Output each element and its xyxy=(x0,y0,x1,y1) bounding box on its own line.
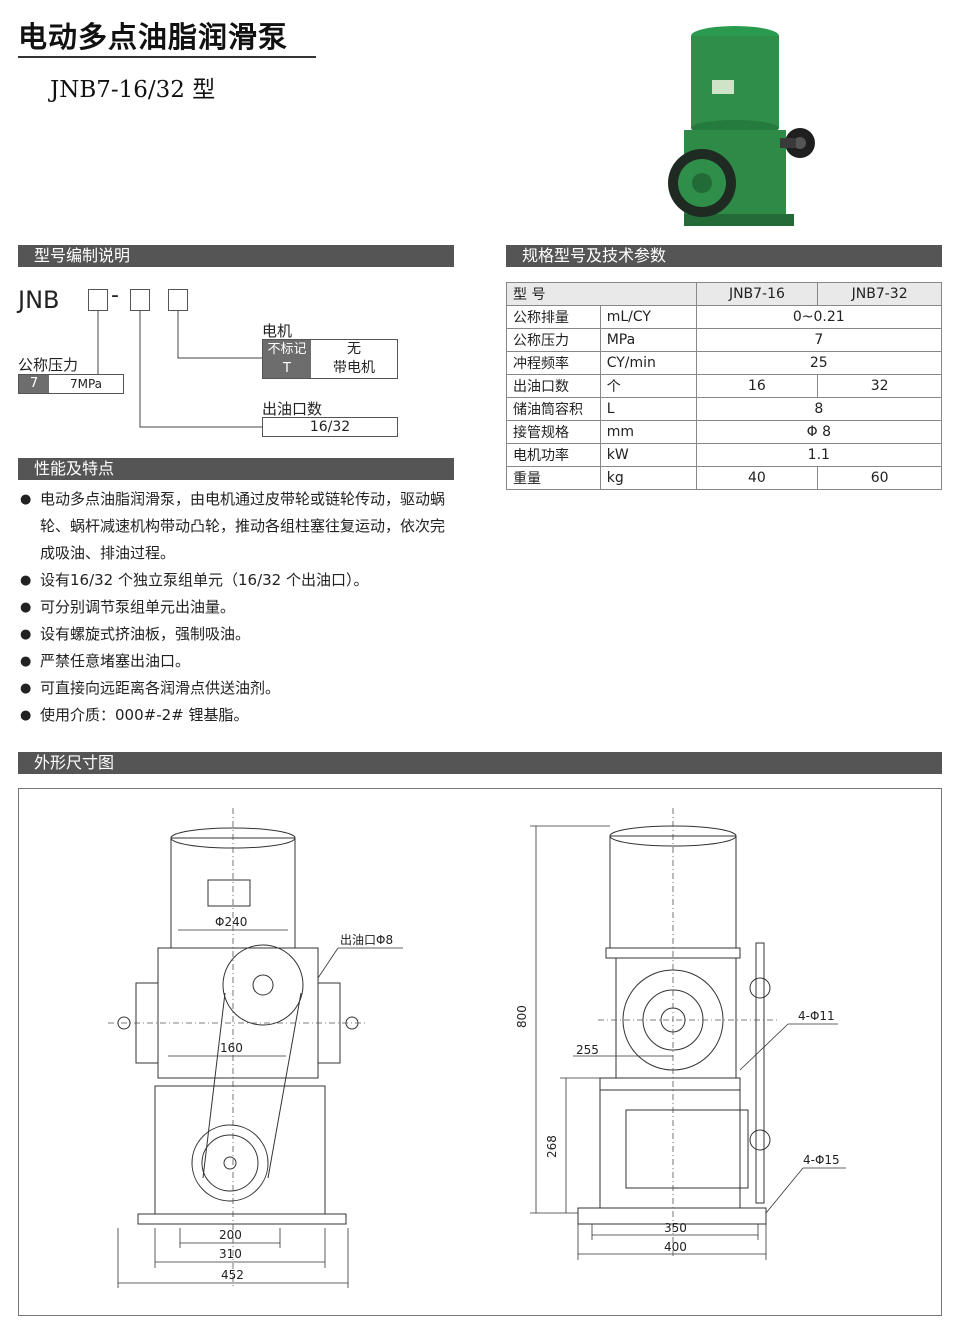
model-dash: - xyxy=(111,283,119,308)
spec-header-model: 型 号 xyxy=(506,282,697,306)
spec-unit: L xyxy=(599,397,697,421)
table-row: 出油口数 个 16 32 xyxy=(506,374,942,398)
dim-350: 350 xyxy=(664,1221,687,1235)
spec-header-jnb16: JNB7-16 xyxy=(695,282,819,306)
dim-452: 452 xyxy=(221,1268,244,1282)
motor-options-box: 不标记 无 T 带电机 xyxy=(262,339,398,379)
spec-value: 0~0.21 xyxy=(695,305,943,329)
spec-name: 重量 xyxy=(506,466,601,490)
outlets-value: 16/32 xyxy=(262,417,398,437)
dim-160: 160 xyxy=(220,1041,243,1055)
spec-name: 公称压力 xyxy=(506,328,601,352)
model-code-box-motor xyxy=(168,289,188,311)
page-subtitle: JNB7-16/32 型 xyxy=(50,77,216,103)
pressure-box: 7 7MPa xyxy=(18,374,124,394)
dim-4-phi11: 4-Φ11 xyxy=(798,1009,835,1023)
spec-name: 接管规格 xyxy=(506,420,601,444)
dimension-drawing-frame xyxy=(18,788,942,1316)
features-list: 电动多点油脂润滑泵，由电机通过皮带轮或链轮传动，驱动蜗轮、蜗杆减速机构带动凸轮，… xyxy=(20,486,456,729)
section-dimensions: 外形尺寸图 xyxy=(18,752,942,774)
motor-option-code-1: T xyxy=(263,359,311,378)
table-row: 公称压力 MPa 7 xyxy=(506,328,943,352)
spec-header-row: 型 号 JNB7-16 JNB7-32 xyxy=(506,282,942,306)
table-row: 重量 kg 40 60 xyxy=(506,466,942,490)
section-spec: 规格型号及技术参数 xyxy=(506,245,942,267)
front-view-drawing: Φ240 出油口Φ8 160 200 310 452 xyxy=(108,808,403,1288)
spec-table: 型 号 JNB7-16 JNB7-32 公称排量 mL/CY 0~0.21 公称… xyxy=(506,282,943,490)
table-row: 储油筒容积 L 8 xyxy=(506,397,943,421)
list-item: 可分别调节泵组单元出油量。 xyxy=(20,594,456,621)
side-view-drawing: 800 255 268 4-Φ11 4-Φ15 350 400 xyxy=(515,808,846,1260)
title-underline xyxy=(18,56,316,58)
motor-label: 电机 xyxy=(262,322,293,340)
pressure-code: 7 xyxy=(19,375,49,393)
pump-product-image xyxy=(668,26,815,226)
spec-unit: CY/min xyxy=(599,351,697,375)
dim-268: 268 xyxy=(545,1135,559,1158)
outlets-label: 出油口数 xyxy=(262,400,323,418)
spec-name: 公称排量 xyxy=(506,305,601,329)
spec-header-jnb32: JNB7-32 xyxy=(817,282,942,306)
dim-800: 800 xyxy=(515,1005,529,1028)
spec-name: 储油筒容积 xyxy=(506,397,601,421)
spec-unit: MPa xyxy=(599,328,697,352)
spec-value: Φ 8 xyxy=(695,420,943,444)
pressure-label: 公称压力 xyxy=(18,356,79,374)
spec-unit: 个 xyxy=(599,374,697,398)
spec-unit: mm xyxy=(599,420,697,444)
spec-unit: kg xyxy=(599,466,697,490)
list-item: 可直接向远距离各润滑点供送油剂。 xyxy=(20,675,456,702)
section-model-code: 型号编制说明 xyxy=(18,245,454,267)
spec-value: 8 xyxy=(695,397,943,421)
model-code-box-outlets xyxy=(130,289,150,311)
spec-name: 电机功率 xyxy=(506,443,601,467)
list-item: 设有螺旋式挤油板，强制吸油。 xyxy=(20,621,456,648)
model-prefix: JNB xyxy=(18,286,60,314)
spec-name: 冲程频率 xyxy=(506,351,601,375)
table-row: 电机功率 kW 1.1 xyxy=(506,443,943,467)
list-item: 电动多点油脂润滑泵，由电机通过皮带轮或链轮传动，驱动蜗轮、蜗杆减速机构带动凸轮，… xyxy=(20,486,456,567)
dim-4-phi15: 4-Φ15 xyxy=(803,1153,840,1167)
dim-outlet: 出油口Φ8 xyxy=(340,933,393,947)
list-item: 设有16/32 个独立泵组单元（16/32 个出油口）。 xyxy=(20,567,456,594)
table-row: 接管规格 mm Φ 8 xyxy=(506,420,943,444)
table-row: 公称排量 mL/CY 0~0.21 xyxy=(506,305,943,329)
dim-310: 310 xyxy=(219,1247,242,1261)
list-item: 使用介质：000#-2# 锂基脂。 xyxy=(20,702,456,729)
table-row: 冲程频率 CY/min 25 xyxy=(506,351,943,375)
dim-phi240: Φ240 xyxy=(215,915,247,929)
spec-value: 60 xyxy=(817,466,942,490)
model-code-box-pressure xyxy=(88,289,108,311)
spec-unit: mL/CY xyxy=(599,305,697,329)
dim-400: 400 xyxy=(664,1240,687,1254)
motor-option-code-0: 不标记 xyxy=(263,340,311,359)
spec-value: 25 xyxy=(695,351,943,375)
spec-value: 16 xyxy=(695,374,819,398)
motor-option-desc-0: 无 xyxy=(347,341,361,357)
list-item: 严禁任意堵塞出油口。 xyxy=(20,648,456,675)
dim-200: 200 xyxy=(219,1228,242,1242)
pressure-desc: 7MPa xyxy=(69,377,103,391)
page-title: 电动多点油脂润滑泵 xyxy=(18,20,289,54)
spec-unit: kW xyxy=(599,443,697,467)
spec-value: 7 xyxy=(695,328,943,352)
spec-value: 32 xyxy=(817,374,942,398)
spec-name: 出油口数 xyxy=(506,374,601,398)
section-features: 性能及特点 xyxy=(18,458,454,480)
spec-value: 1.1 xyxy=(695,443,943,467)
dim-255: 255 xyxy=(576,1043,599,1057)
motor-option-desc-1: 带电机 xyxy=(333,360,375,376)
spec-value: 40 xyxy=(695,466,819,490)
